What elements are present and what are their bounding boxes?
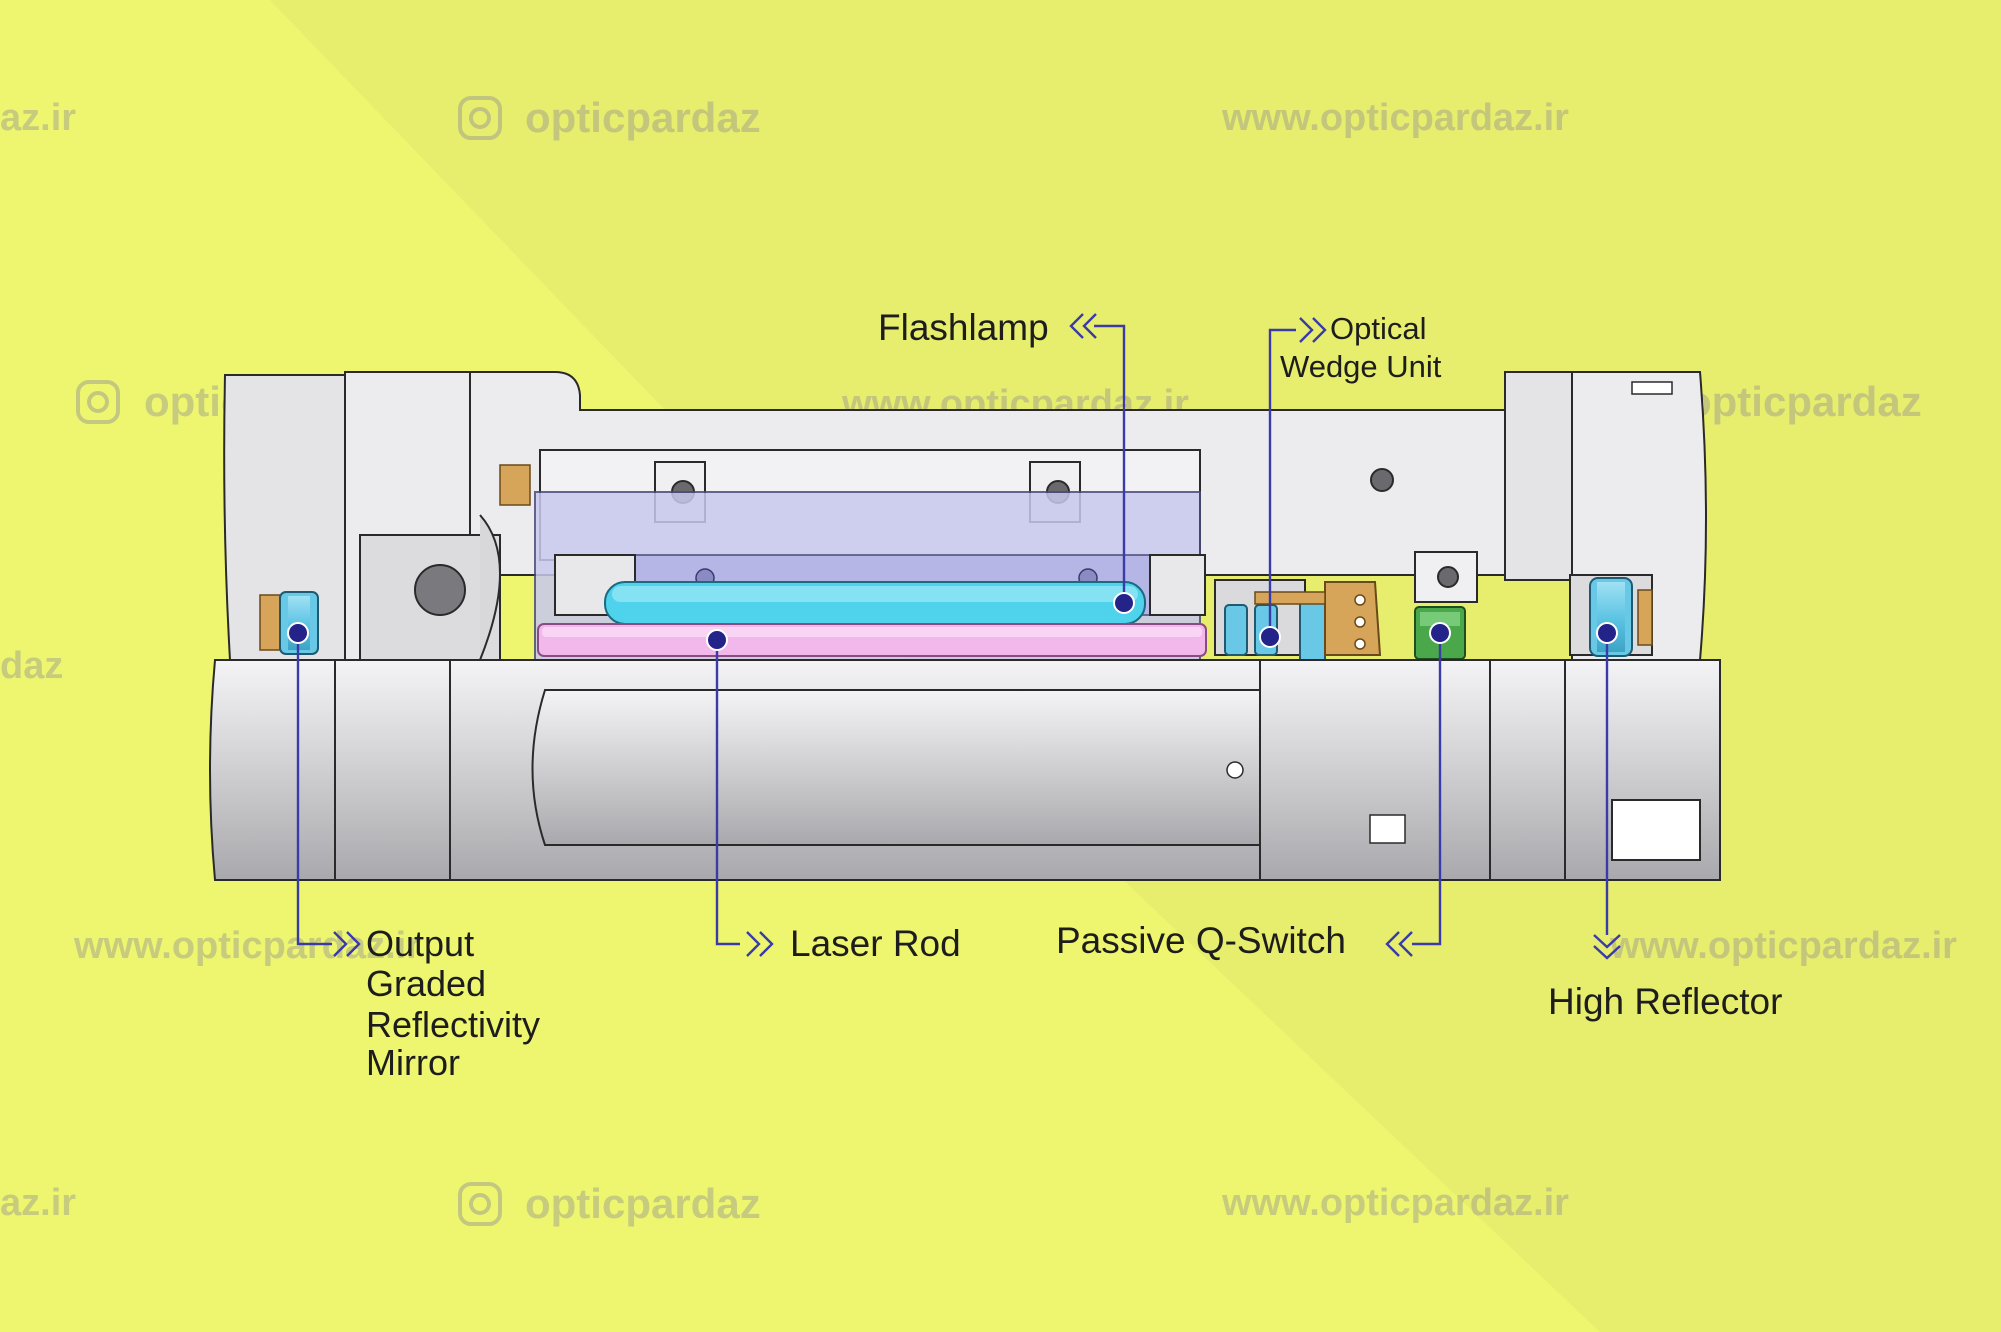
chevron-down-icon bbox=[1593, 945, 1621, 960]
laser-housing bbox=[209, 371, 1721, 881]
label-high-reflector: High Reflector bbox=[1548, 981, 1782, 1022]
watermark-handle: opticpardaz bbox=[525, 1180, 761, 1227]
watermark-instagram-bottom: opticpardaz bbox=[458, 1180, 761, 1227]
label-passive-q-switch: Passive Q-Switch bbox=[1056, 920, 1346, 961]
instagram-icon bbox=[458, 96, 502, 140]
watermark-cut-right: az.ir bbox=[0, 97, 76, 139]
instagram-icon bbox=[458, 1182, 502, 1226]
watermark-url: www.opticpardaz.ir bbox=[73, 925, 421, 967]
chevron-right-icon bbox=[746, 931, 761, 957]
label-optical-wedge-line1: Optical bbox=[1330, 311, 1426, 346]
right-end-cap bbox=[1504, 371, 1573, 581]
callout-flashlamp: Flashlamp bbox=[878, 307, 1135, 614]
watermark-url: www.opticpardaz.ir bbox=[1221, 1182, 1569, 1224]
label-output-mirror-line3: Reflectivity bbox=[366, 1004, 540, 1045]
label-laser-rod: Laser Rod bbox=[790, 923, 961, 964]
chevron-left-icon bbox=[1069, 313, 1084, 339]
watermark-handle: opticpardaz bbox=[525, 94, 761, 141]
watermark-handle: opticpardaz bbox=[1686, 378, 1922, 425]
wedge-optic bbox=[1224, 604, 1248, 656]
chevron-left-icon bbox=[1082, 313, 1097, 339]
chevron-right-icon bbox=[759, 931, 774, 957]
wedge-brass-housing bbox=[1324, 581, 1382, 656]
watermark-url: www.opticpardaz.ir bbox=[1609, 925, 1957, 967]
chevron-right-icon bbox=[346, 931, 361, 957]
callout-output-mirror: Output Graded Reflectivity Mirror bbox=[287, 622, 540, 1083]
callout-high-reflector: High Reflector bbox=[1548, 622, 1782, 1022]
chevron-right-icon bbox=[333, 931, 348, 957]
callout-laser-rod: Laser Rod bbox=[706, 629, 961, 964]
callout-optical-wedge-unit: Optical Wedge Unit bbox=[1259, 311, 1442, 648]
watermark-instagram-top: opticpardaz bbox=[458, 94, 761, 141]
callout-passive-q-switch: Passive Q-Switch bbox=[1056, 622, 1451, 961]
watermark-url: www.opticpardaz.ir bbox=[1221, 97, 1569, 139]
chevron-down-icon bbox=[1593, 934, 1621, 949]
watermark-cut-left: daz bbox=[0, 645, 63, 687]
label-output-mirror-line1: Output bbox=[366, 923, 474, 964]
chevron-right-icon bbox=[1312, 317, 1327, 343]
callouts: Flashlamp Optical Wedge Unit Output Grad… bbox=[287, 307, 1782, 1083]
label-output-mirror-line2: Graded bbox=[366, 963, 486, 1004]
instagram-icon bbox=[76, 380, 120, 424]
chevron-right-icon bbox=[1299, 317, 1314, 343]
chevron-left-icon bbox=[1385, 931, 1400, 957]
watermark-cut-right: az.ir bbox=[0, 1182, 76, 1224]
label-flashlamp: Flashlamp bbox=[878, 307, 1049, 348]
label-output-mirror-line4: Mirror bbox=[366, 1042, 460, 1083]
label-optical-wedge-line2: Wedge Unit bbox=[1280, 349, 1442, 384]
chevron-left-icon bbox=[1398, 931, 1413, 957]
